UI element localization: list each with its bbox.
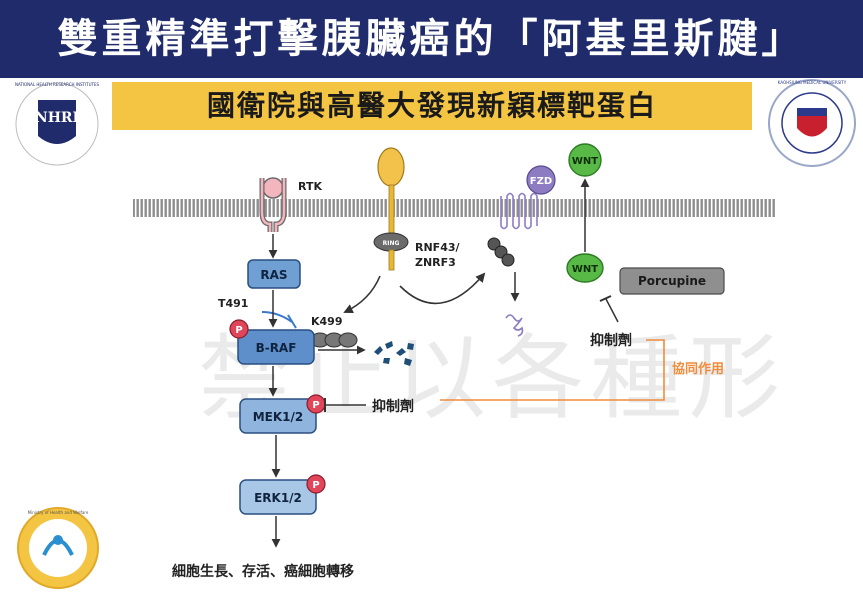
kmu-logo: KAOHSIUNG MEDICAL UNIVERSITY — [768, 79, 856, 167]
inhibitor-left-label: 抑制劑 — [372, 398, 414, 415]
braf-phospho-badge — [229, 319, 249, 339]
k499-label: K499 — [311, 315, 343, 328]
outcome-text: 細胞生長、存活、癌細胞轉移 — [172, 563, 354, 580]
inhibitor-right-label: 抑制劑 — [590, 332, 632, 349]
ras-label: RAS — [260, 268, 287, 282]
arrow-rnf43-braf — [343, 275, 381, 314]
t491-label: T491 — [218, 297, 248, 310]
cell-membrane — [133, 199, 776, 217]
rnf43-label: RNF43/ — [415, 241, 460, 254]
fzd-node — [526, 165, 556, 195]
ras-node — [247, 259, 301, 289]
t491-inhibition-line — [261, 311, 293, 323]
nhri-monogram: NHRI — [35, 110, 79, 126]
rnf43-receptor — [373, 147, 409, 271]
mohw-logo: Ministry of Health and Welfare — [17, 507, 99, 589]
porcupine-inhibition-line — [605, 298, 619, 323]
braf-label: B-RAF — [256, 341, 297, 355]
kmu-org-name: KAOHSIUNG MEDICAL UNIVERSITY — [778, 80, 847, 85]
degraded-fragments-icon — [374, 341, 414, 366]
erk-node — [239, 479, 317, 515]
ubiquitin-chain — [310, 332, 358, 348]
title-bar — [0, 0, 863, 78]
wnt-mid-node — [566, 253, 604, 283]
fzd-complex-icon — [487, 237, 515, 267]
page-title: 雙重精準打擊胰臟癌的「阿基里斯腱」 — [57, 16, 806, 62]
porcupine-node — [619, 267, 725, 295]
rtk-label: RTK — [298, 180, 322, 193]
nhri-logo: NHRI NATIONAL HEALTH RESEARCH INSTITUTES — [15, 82, 100, 166]
mek-node — [239, 398, 317, 434]
rtk-receptor — [259, 177, 287, 232]
wnt-mid-label: WNT — [572, 264, 598, 275]
subtitle-banner — [112, 82, 752, 130]
znrf3-label: ZNRF3 — [415, 256, 456, 269]
synergy-label: 協同作用 — [672, 361, 724, 377]
braf-phospho-label: P — [235, 325, 242, 336]
mek-label: MEK1/2 — [253, 410, 304, 424]
ring-domain-label: RING — [383, 240, 400, 247]
degraded-fzd-icon — [505, 314, 524, 337]
porcupine-label: Porcupine — [638, 274, 706, 288]
erk-phospho-label: P — [312, 480, 319, 491]
wnt-top-label: WNT — [572, 156, 598, 167]
nhri-org-name: NATIONAL HEALTH RESEARCH INSTITUTES — [15, 82, 100, 87]
braf-node — [237, 329, 315, 365]
erk-label: ERK1/2 — [254, 491, 302, 505]
synergy-bracket — [440, 339, 665, 401]
erk-phospho-badge — [306, 474, 326, 494]
arrow-rnf43-fzd — [399, 272, 486, 305]
mek-phospho-label: P — [312, 400, 319, 411]
fzd-receptor — [500, 192, 538, 230]
page-subtitle: 國衛院與高醫大發現新穎標靶蛋白 — [206, 89, 657, 122]
fzd-label: FZD — [530, 176, 552, 187]
mohw-org-name: Ministry of Health and Welfare — [28, 510, 89, 515]
wnt-top-node — [568, 143, 602, 177]
